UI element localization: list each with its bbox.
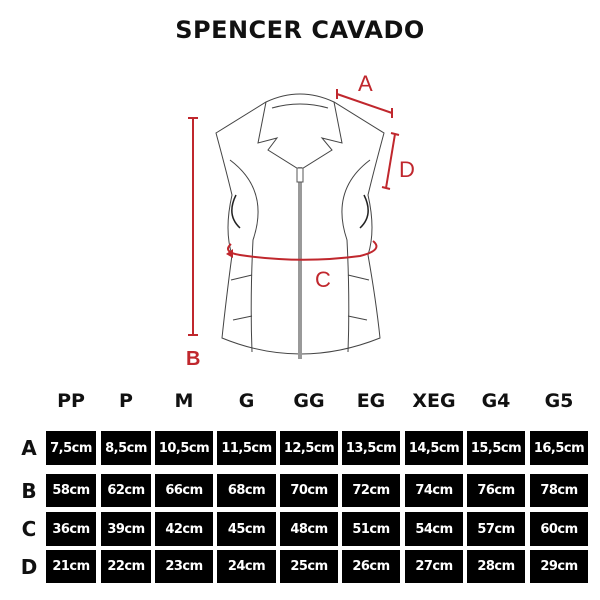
table-cell: 11,5cm: [217, 431, 276, 465]
table-cell: 60cm: [530, 512, 588, 546]
size-header: P: [119, 390, 133, 412]
table-cell: 70cm: [280, 474, 338, 507]
row-label: A: [21, 436, 37, 460]
table-cell: 74cm: [405, 474, 463, 507]
size-header: EG: [356, 390, 386, 412]
size-header: G: [238, 390, 255, 412]
label-d: D: [399, 157, 415, 182]
label-a: A: [358, 71, 373, 96]
table-cell: 16,5cm: [530, 431, 588, 465]
table-cell: 27cm: [405, 550, 463, 583]
table-cell: 48cm: [280, 512, 338, 546]
table-cell: 7,5cm: [46, 431, 96, 465]
table-cell: 62cm: [101, 474, 151, 507]
vest-diagram: A D C B: [186, 71, 415, 370]
label-c: C: [315, 267, 331, 292]
table-cell: 8,5cm: [101, 431, 151, 465]
zipper: [298, 167, 302, 359]
table-cell: 14,5cm: [405, 431, 463, 465]
table-cell: 68cm: [217, 474, 276, 507]
table-cell: 45cm: [217, 512, 276, 546]
page-title: SPENCER CAVADO: [175, 16, 425, 44]
table-cell: 22cm: [101, 550, 151, 583]
table-cell: 54cm: [405, 512, 463, 546]
size-header: G4: [481, 390, 511, 412]
measure-lines: [188, 89, 400, 336]
table-cell: 51cm: [342, 512, 400, 546]
table-cell: 23cm: [155, 550, 213, 583]
size-header: M: [174, 390, 194, 412]
table-cell: 39cm: [101, 512, 151, 546]
table-cell: 66cm: [155, 474, 213, 507]
table-cell: 10,5cm: [155, 431, 213, 465]
table-cell: 78cm: [530, 474, 588, 507]
table-cell: 12,5cm: [280, 431, 338, 465]
table-cell: 28cm: [467, 550, 525, 583]
zipper-pull: [296, 167, 304, 183]
table-cell: 13,5cm: [342, 431, 400, 465]
table-cell: 29cm: [530, 550, 588, 583]
label-b: B: [186, 348, 200, 370]
size-header: PP: [57, 390, 85, 412]
size-header: G5: [544, 390, 574, 412]
table-cell: 26cm: [342, 550, 400, 583]
table-cell: 76cm: [467, 474, 525, 507]
row-label: B: [21, 479, 37, 503]
table-cell: 42cm: [155, 512, 213, 546]
size-header: GG: [293, 390, 325, 412]
table-cell: 25cm: [280, 550, 338, 583]
size-header: XEG: [412, 390, 456, 412]
table-cell: 57cm: [467, 512, 525, 546]
table-cell: 15,5cm: [467, 431, 525, 465]
table-cell: 72cm: [342, 474, 400, 507]
row-label: C: [21, 517, 37, 541]
table-cell: 24cm: [217, 550, 276, 583]
table-cell: 36cm: [46, 512, 96, 546]
table-cell: 58cm: [46, 474, 96, 507]
row-label: D: [20, 555, 38, 579]
table-cell: 21cm: [46, 550, 96, 583]
